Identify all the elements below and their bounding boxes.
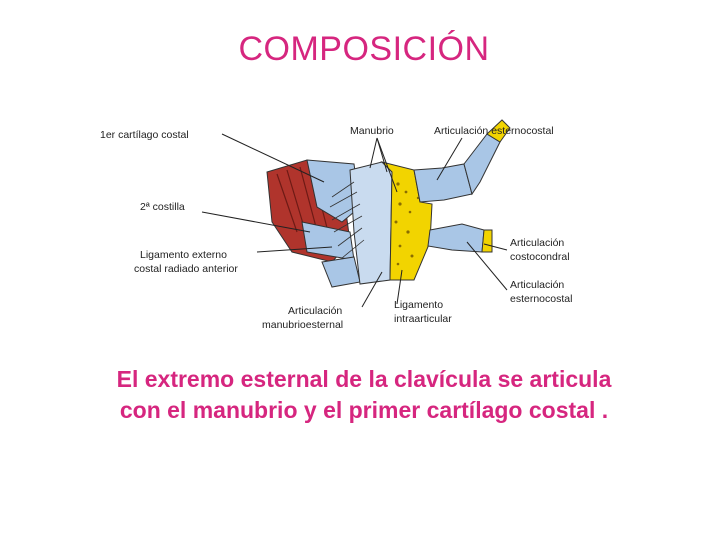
right-rib-tip-2 <box>481 229 493 253</box>
label-artic-costocondral-1: Articulación <box>510 237 564 249</box>
label-artic-manubrio-1: Articulación <box>288 305 342 317</box>
label-artic-esternocostal-top: Articulación esternocostal <box>434 125 554 137</box>
first-costal-cartilage <box>306 159 361 223</box>
label-second-rib: 2ª costilla <box>140 201 185 213</box>
label-manubrio: Manubrio <box>350 125 394 137</box>
label-artic-esternocostal-2: esternocostal <box>510 293 572 305</box>
label-first-cartilage: 1er cartílago costal <box>100 129 189 141</box>
right-cartilage-2 <box>427 223 485 253</box>
right-rib-tip-1 <box>486 119 511 143</box>
caption-text: El extremo esternal de la clavícula se a… <box>116 366 612 423</box>
anatomy-figure: 1er cartílago costal Manubrio Articulaci… <box>92 112 616 348</box>
label-lig-intra-1: Ligamento <box>394 299 443 311</box>
label-lig-intra-2: intraarticular <box>394 313 452 325</box>
label-artic-manubrio-2: manubrioesternal <box>262 319 343 331</box>
sternum-illustration: 1er cartílago costal Manubrio Articulaci… <box>100 119 572 331</box>
label-artic-esternocostal-1: Articulación <box>510 279 564 291</box>
slide-title: COMPOSICIÓN <box>238 30 490 68</box>
label-ligamento-externo-2: costal radiado anterior <box>134 263 238 275</box>
label-ligamento-externo-1: Ligamento externo <box>140 249 227 261</box>
label-artic-costocondral-2: costocondral <box>510 251 570 263</box>
